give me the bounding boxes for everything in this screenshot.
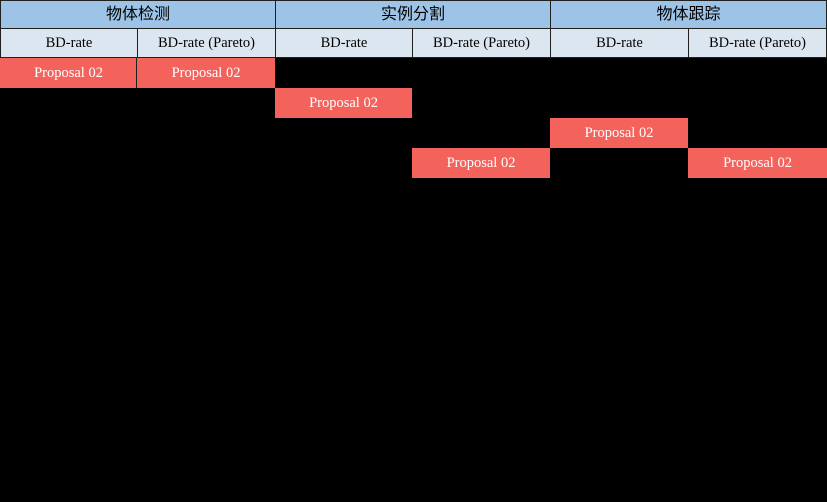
- group-header-object-detection: 物体检测: [0, 0, 275, 29]
- ranking-bar-tracking-bdrate-pareto-rank4: Proposal 02: [688, 148, 827, 178]
- column-header-label: BD-rate (Pareto): [432, 34, 531, 51]
- column-header-label: BD-rate: [320, 34, 368, 51]
- ranking-bar-tracking-bdrate-rank3: Proposal 02: [550, 118, 688, 148]
- column-header-segmentation-bdrate-pareto: BD-rate (Pareto): [412, 29, 550, 58]
- ranking-bar-label: Proposal 02: [171, 64, 241, 81]
- ranking-bar-label: Proposal 02: [34, 64, 103, 81]
- group-header-label: 物体跟踪: [656, 5, 721, 23]
- column-header-segmentation-bdrate: BD-rate: [275, 29, 412, 58]
- column-header-tracking-bdrate-pareto: BD-rate (Pareto): [688, 29, 827, 58]
- ranking-bar-segmentation-bdrate-rank2: Proposal 02: [275, 88, 412, 118]
- sub-header-row: BD-rate BD-rate (Pareto) BD-rate BD-rate…: [0, 29, 827, 58]
- ranking-bar-label: Proposal 02: [584, 124, 654, 141]
- bar-separator: [136, 58, 137, 88]
- group-header-object-tracking: 物体跟踪: [550, 0, 827, 29]
- ranking-bar-detection-bdrate-pareto-rank1: Proposal 02: [137, 58, 275, 88]
- group-header-instance-segmentation: 实例分割: [275, 0, 550, 29]
- column-header-label: BD-rate (Pareto): [708, 34, 807, 51]
- column-header-detection-bdrate-pareto: BD-rate (Pareto): [137, 29, 275, 58]
- ranking-body: Proposal 02 Proposal 02 Proposal 02 Proposa…: [0, 58, 827, 502]
- column-header-tracking-bdrate: BD-rate: [550, 29, 688, 58]
- ranking-bar-segmentation-bdrate-pareto-rank4: Proposal 02: [412, 148, 550, 178]
- ranking-bar-label: Proposal 02: [309, 94, 378, 111]
- table-header: 物体检测 实例分割 物体跟踪 BD-rate BD-rate (Pareto) …: [0, 0, 827, 58]
- ranking-bar-detection-bdrate-rank1: Proposal 02: [0, 58, 137, 88]
- ranking-bar-label: Proposal 02: [723, 154, 792, 171]
- group-header-label: 物体检测: [105, 5, 170, 23]
- group-header-label: 实例分割: [380, 5, 445, 23]
- column-header-detection-bdrate: BD-rate: [0, 29, 137, 58]
- column-header-label: BD-rate (Pareto): [157, 34, 256, 51]
- column-header-label: BD-rate: [45, 34, 93, 51]
- ranking-bar-label: Proposal 02: [446, 154, 516, 171]
- column-header-label: BD-rate: [596, 34, 643, 51]
- group-header-row: 物体检测 实例分割 物体跟踪: [0, 0, 827, 29]
